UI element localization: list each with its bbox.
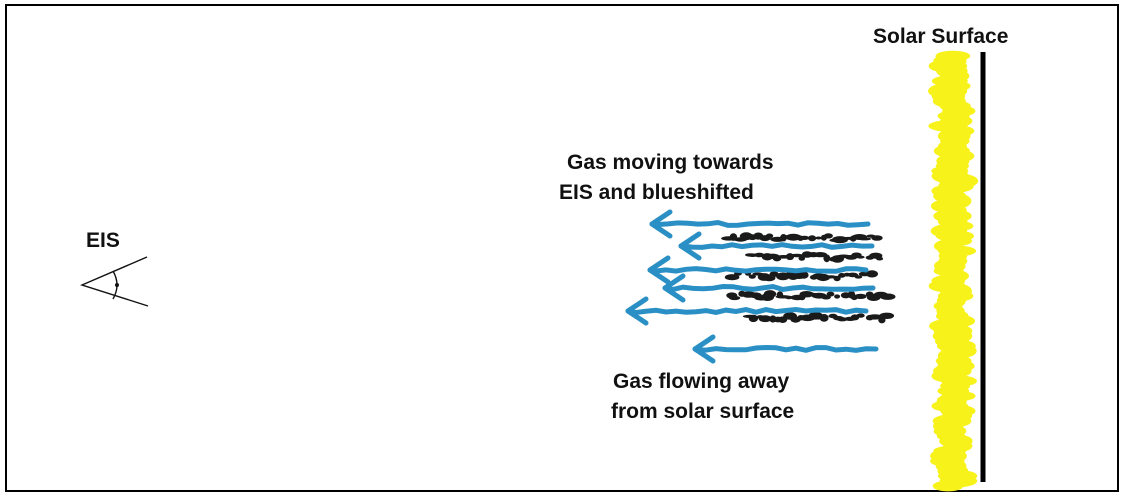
gas-clump [879, 312, 895, 319]
gas-clump [834, 294, 841, 299]
gas-clump [808, 235, 817, 242]
gas-clump [854, 293, 867, 299]
flow-arrow [647, 255, 869, 285]
gas-clump [871, 235, 883, 241]
solar-surface-label: Solar Surface [873, 25, 1008, 48]
gas-clump [728, 295, 741, 301]
flow-arrow [692, 334, 879, 364]
gas-clump [815, 236, 823, 240]
surface-glow-blob [932, 480, 964, 492]
gas-clump [758, 315, 772, 323]
gas-clump [724, 274, 740, 281]
gas-clump [866, 270, 878, 278]
gas-clump [799, 271, 809, 279]
gas-clump [798, 255, 806, 261]
flow-arrow [662, 273, 876, 303]
gas-clump [879, 293, 896, 300]
dark-gas-clumps [721, 232, 896, 324]
solar-surface-glow [928, 50, 979, 492]
flow-arrow [678, 231, 875, 261]
gas-flow-arrows [625, 209, 879, 364]
gas-clump [876, 256, 884, 261]
gas-clump [785, 295, 793, 300]
gas-clump [813, 252, 828, 258]
upper-annotation-line-1: Gas moving towards [567, 151, 774, 174]
gas-clump [816, 273, 830, 282]
gas-clump [748, 274, 756, 279]
flow-arrow [625, 296, 869, 326]
gas-clump [856, 313, 865, 318]
lower-annotation-line-2: from solar surface [611, 400, 794, 423]
gas-clump [763, 290, 777, 298]
gas-clump [858, 237, 872, 241]
gas-clump [826, 291, 835, 297]
gas-clump [833, 275, 841, 282]
gas-clump [867, 314, 883, 320]
upper-annotation-line-2: EIS and blueshifted [559, 181, 754, 204]
gas-clump [856, 255, 865, 259]
gas-clump [748, 314, 759, 323]
eye-icon [80, 256, 149, 307]
flow-arrow [649, 209, 871, 239]
gas-clump [823, 233, 833, 239]
lower-annotation-line-1: Gas flowing away [613, 370, 790, 393]
gas-clump [854, 275, 863, 279]
gas-clump [819, 314, 829, 322]
gas-clump [800, 235, 810, 240]
observer-label: EIS [86, 229, 120, 252]
gas-clump [823, 254, 831, 263]
gas-clump [765, 233, 774, 239]
